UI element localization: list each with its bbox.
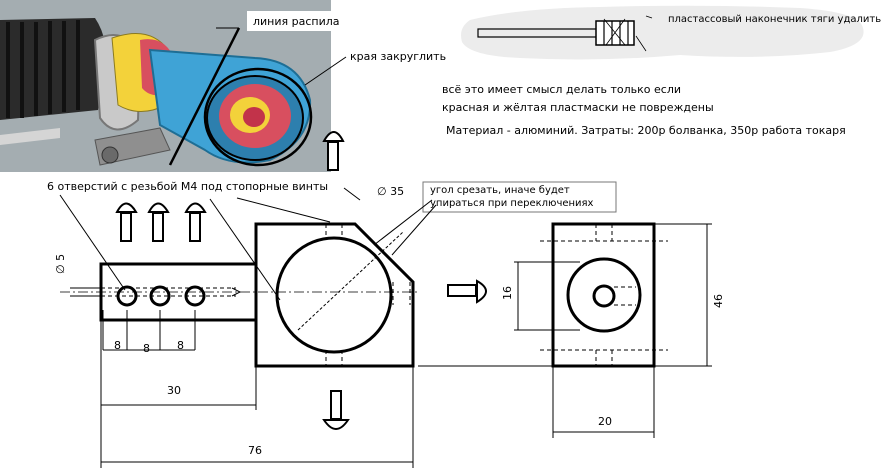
tip-removal-sketch: пластассовый наконечник тяги удалить (461, 5, 881, 60)
screw-icon (322, 131, 345, 171)
holes-note: 6 отверстий с резьбой М4 под стопорные в… (47, 180, 328, 193)
screw-icon-group-top (115, 131, 487, 430)
round-edges-label: края закруглить (350, 50, 446, 63)
dim-d35: ∅ 35 (377, 185, 404, 198)
side-view (59, 187, 437, 468)
front-view (418, 222, 712, 438)
screw-icon (115, 202, 138, 242)
screw-icon (147, 202, 170, 242)
dim-pitch-2: 8 (143, 342, 150, 355)
dim-pitch-1: 8 (114, 339, 121, 352)
round-edges-marker (203, 67, 313, 167)
condition-line-1: всё это имеет смысл делать только если (442, 83, 681, 96)
screw-icon (184, 202, 207, 242)
photo-gear-linkage: линия распила (0, 0, 347, 172)
corner-note-line-1: угол срезать, иначе будет (430, 185, 570, 196)
dim-length-30: 30 (167, 384, 181, 397)
dim-d5: ∅ 5 (54, 254, 67, 274)
condition-line-2: красная и жёлтая пластмаски не поврежден… (442, 101, 714, 114)
dim-pitch-3: 8 (177, 339, 184, 352)
screw-icon (322, 390, 350, 430)
saw-line (168, 27, 241, 166)
corner-note-box (422, 181, 617, 213)
dim-length-76: 76 (248, 444, 262, 457)
dim-width-20: 20 (598, 415, 612, 428)
material-note: Материал - алюминий. Затраты: 200р болва… (446, 124, 846, 137)
saw-line-label: линия распила (253, 15, 340, 28)
dim-diameter-16: 16 (501, 286, 514, 300)
remove-tip-label: пластассовый наконечник тяги удалить (668, 14, 881, 25)
corner-note-line-2: упираться при переключениях (430, 198, 594, 209)
dim-height-46: 46 (712, 294, 725, 308)
screw-icon (447, 279, 487, 304)
